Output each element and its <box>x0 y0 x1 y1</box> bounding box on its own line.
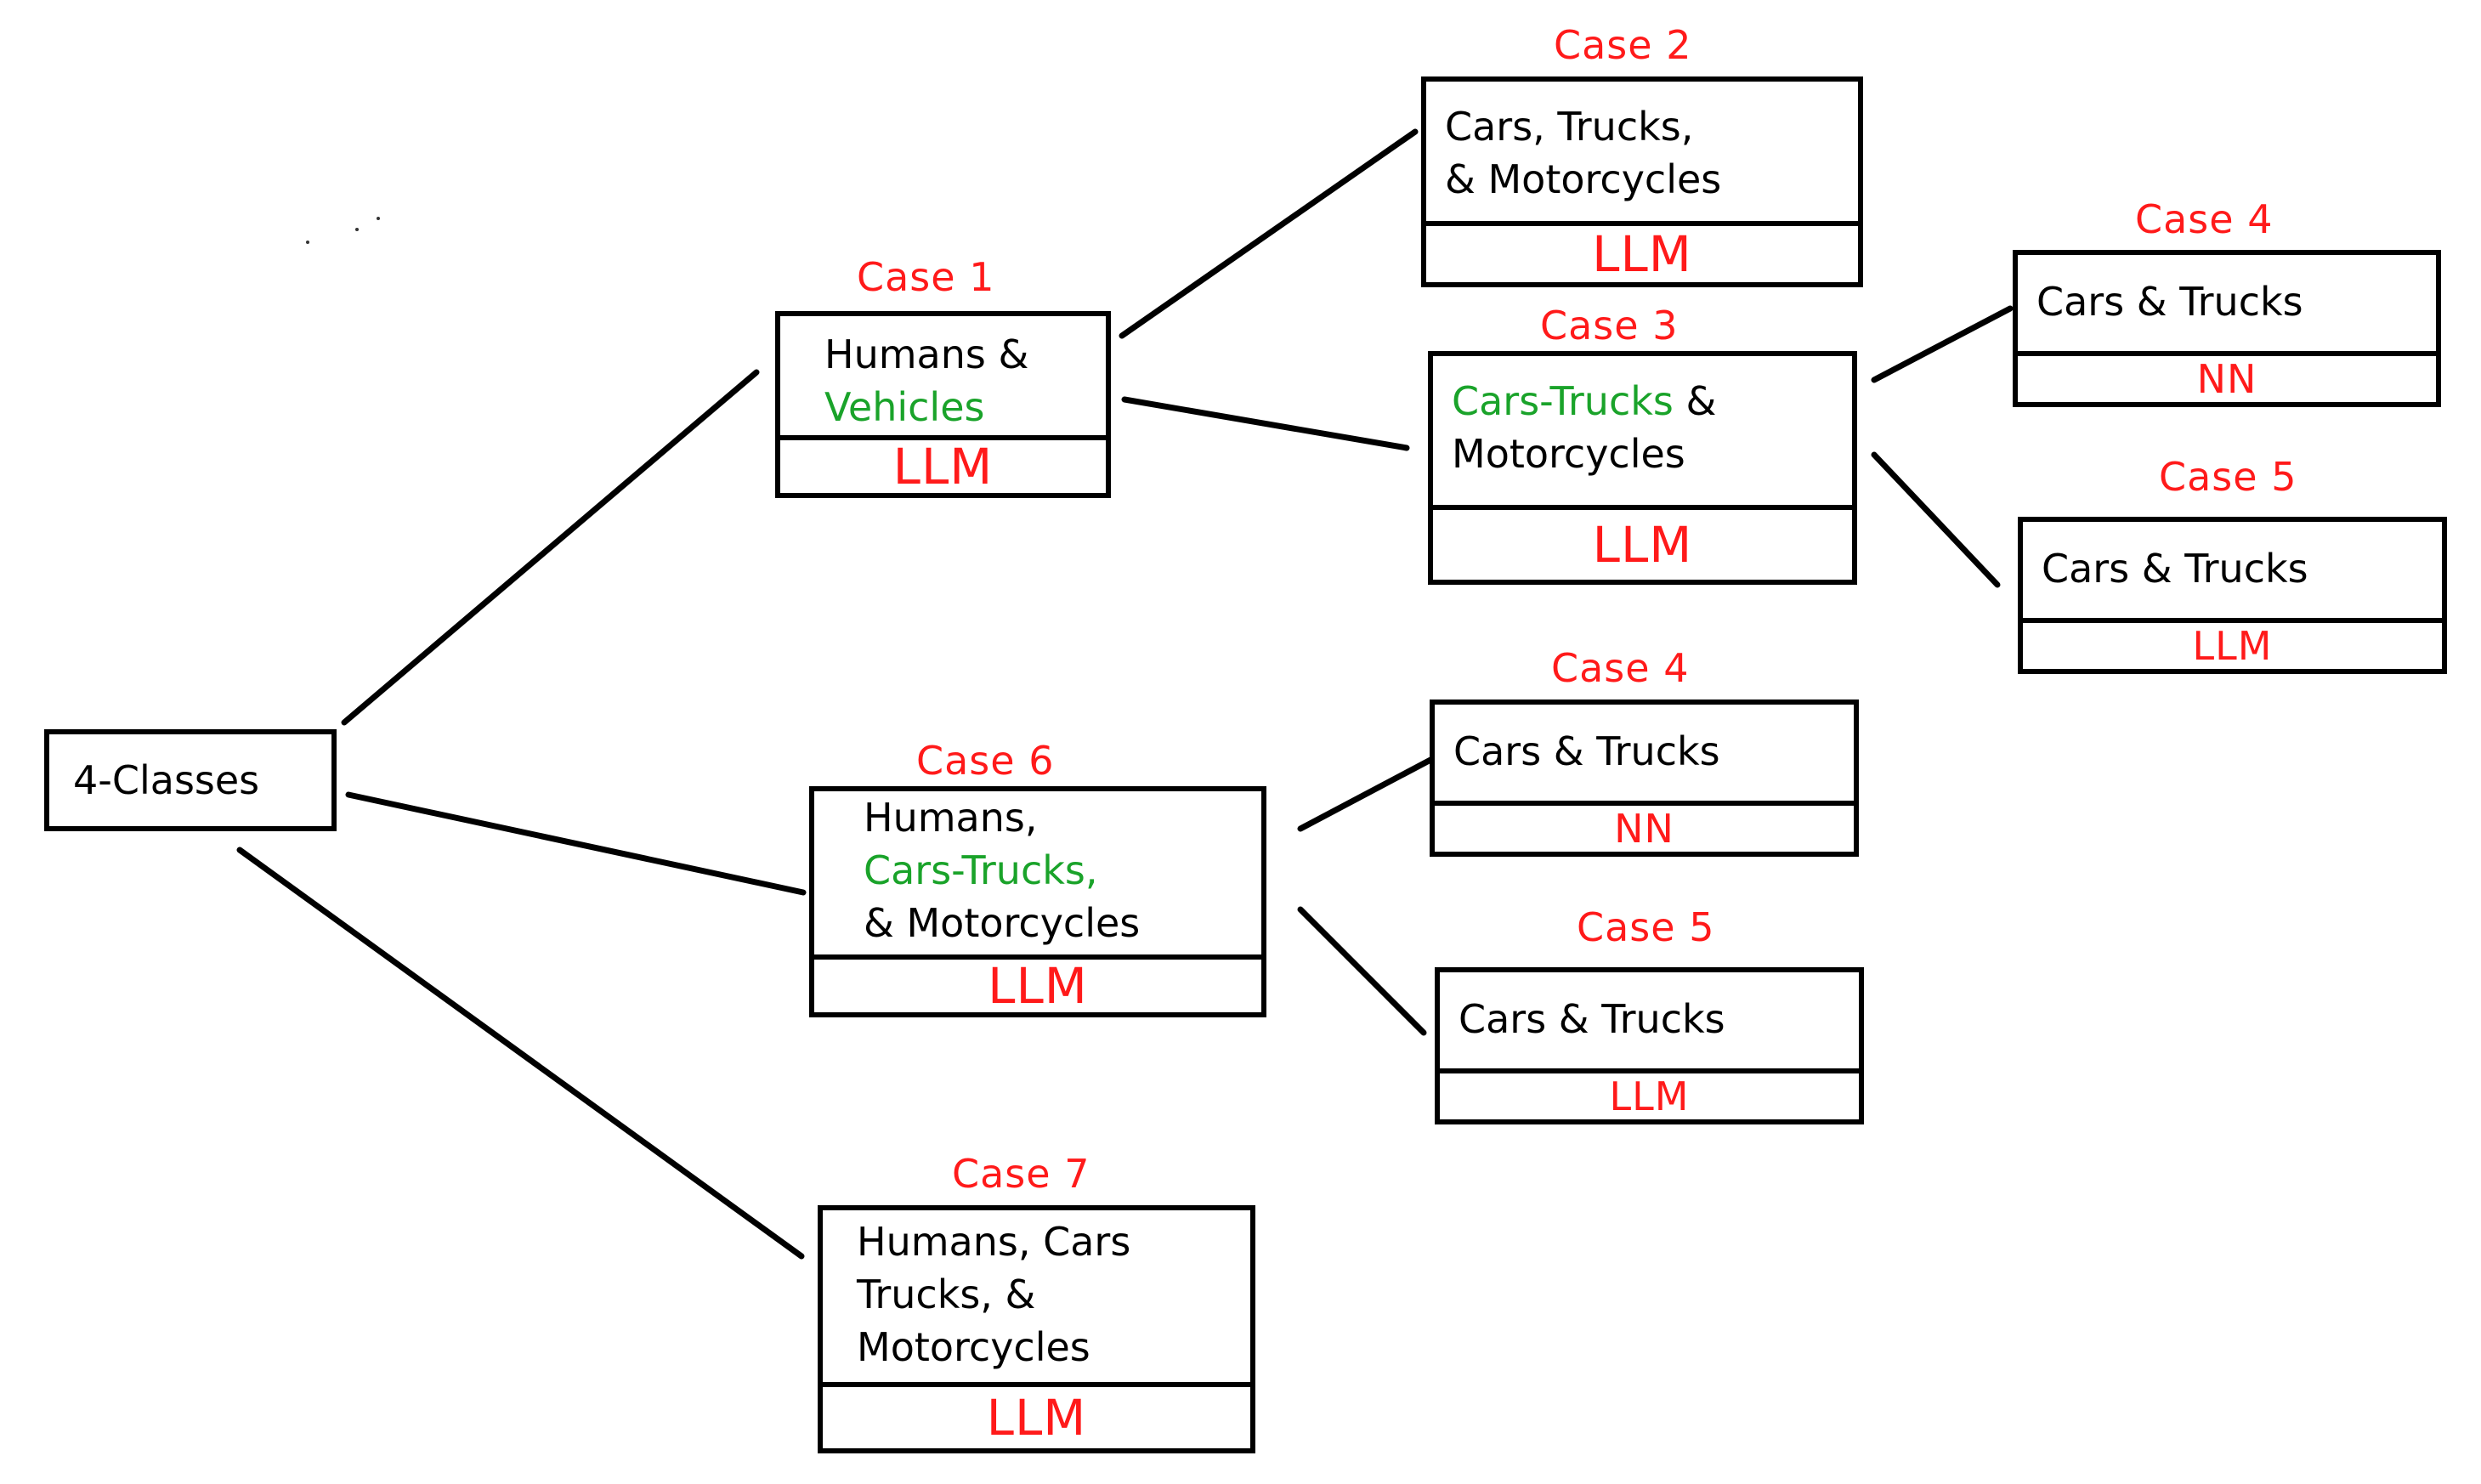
case1-node: Humans & Vehicles LLM <box>775 311 1111 498</box>
case6-classes: Humans, Cars-Trucks, & Motorcycles <box>814 791 1261 954</box>
case7-model: LLM <box>823 1382 1250 1448</box>
edge-root-case1 <box>341 369 760 726</box>
edge-root-case7 <box>236 847 805 1260</box>
edge-case6-case5 <box>1297 906 1427 1036</box>
case3-node: Cars-Trucks & Motorcycles LLM <box>1428 351 1857 585</box>
edge-case1-case3 <box>1121 396 1410 451</box>
case1-title: Case 1 <box>857 254 995 300</box>
edge-root-case6 <box>345 791 807 896</box>
case5-top-title: Case 5 <box>2159 454 2297 500</box>
case6-line2: Cars-Trucks, <box>864 847 1098 893</box>
case6-line1: Humans, <box>864 795 1038 841</box>
case2-node: Cars, Trucks, & Motorcycles LLM <box>1421 76 1863 287</box>
case1-line2: Vehicles <box>824 384 985 430</box>
case7-line1: Humans, Cars <box>857 1219 1131 1265</box>
case3-title: Case 3 <box>1540 303 1679 348</box>
root-node: 4-Classes <box>44 729 337 831</box>
case2-classes: Cars, Trucks, & Motorcycles <box>1426 82 1858 221</box>
edge-case1-case2 <box>1119 128 1419 339</box>
case6-title: Case 6 <box>916 738 1055 784</box>
case1-line1: Humans & <box>824 331 1029 377</box>
case3-model: LLM <box>1433 505 1852 580</box>
case7-classes: Humans, Cars Trucks, & Motorcycles <box>823 1210 1250 1382</box>
case3-line2: Motorcycles <box>1452 431 1685 477</box>
stray-mark <box>306 241 309 244</box>
case5-mid-node: Cars & Trucks LLM <box>1435 967 1864 1124</box>
stray-mark <box>355 228 359 231</box>
root-label: 4-Classes <box>73 757 260 803</box>
case5-mid-title: Case 5 <box>1577 904 1715 950</box>
case4-top-node: Cars & Trucks NN <box>2013 250 2441 407</box>
case2-title: Case 2 <box>1554 22 1692 68</box>
case3-line1: Cars-Trucks & <box>1452 375 1833 428</box>
case5-top-node: Cars & Trucks LLM <box>2018 517 2447 674</box>
case7-line3: Motorcycles <box>857 1324 1090 1370</box>
case3-line1-rest: & <box>1673 378 1717 424</box>
edge-case6-case4 <box>1297 756 1436 832</box>
case2-line2: & Motorcycles <box>1445 156 1722 202</box>
case5-top-model: LLM <box>2023 618 2442 669</box>
case5-top-classes: Cars & Trucks <box>2042 546 2308 592</box>
case5-mid-classes: Cars & Trucks <box>1459 996 1725 1042</box>
case4-mid-model: NN <box>1435 801 1854 852</box>
case2-line1: Cars, Trucks, <box>1445 104 1694 150</box>
edge-case3-case5 <box>1871 451 2001 588</box>
case4-mid-title: Case 4 <box>1551 645 1690 691</box>
case4-mid-node: Cars & Trucks NN <box>1430 700 1859 857</box>
case7-node: Humans, Cars Trucks, & Motorcycles LLM <box>818 1205 1255 1453</box>
stray-mark <box>377 217 380 220</box>
case3-line1-green: Cars-Trucks <box>1452 378 1674 424</box>
case4-mid-classes: Cars & Trucks <box>1453 728 1720 774</box>
case5-mid-model: LLM <box>1440 1068 1859 1119</box>
case7-title: Case 7 <box>952 1151 1090 1197</box>
case1-model: LLM <box>780 435 1106 496</box>
case6-line3: & Motorcycles <box>864 900 1141 946</box>
case4-top-classes: Cars & Trucks <box>2036 279 2303 325</box>
case2-model: LLM <box>1426 221 1858 283</box>
case6-model: LLM <box>814 954 1261 1015</box>
case4-top-title: Case 4 <box>2135 196 2274 242</box>
case1-classes: Humans & Vehicles <box>780 316 1106 435</box>
case4-top-model: NN <box>2018 351 2436 402</box>
edge-case3-case4 <box>1871 305 2014 383</box>
case3-classes: Cars-Trucks & Motorcycles <box>1433 356 1852 505</box>
case7-line2: Trucks, & <box>857 1272 1036 1317</box>
case6-node: Humans, Cars-Trucks, & Motorcycles LLM <box>809 786 1266 1017</box>
